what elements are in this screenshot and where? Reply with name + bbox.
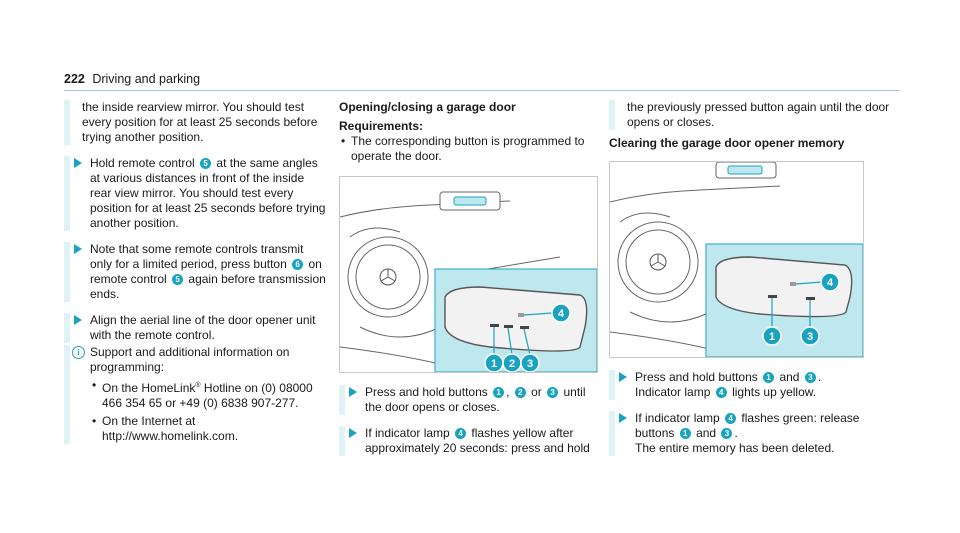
requirement-item: The corresponding button is programmed t… [339,134,595,164]
step-yellow-flash: If indicator lamp 4 flashes yellow after… [339,426,595,456]
column-3: the previously pressed button again unti… [609,100,899,456]
mercedes-star-icon [649,253,667,271]
requirements-label: Requirements: [339,119,424,133]
bullet-internet: On the Internet at http://www.homelink.c… [90,414,326,444]
step-arrow-icon [349,428,357,438]
continued-block: the previously pressed button again unti… [609,100,899,130]
callout-1: 1 [769,331,775,343]
step-green-flash: If indicator lamp 4 flashes green: relea… [609,411,899,456]
step-hold-remote: Hold remote control 5 at the same angles… [64,156,326,231]
step-limited-period: Note that some remote controls transmit … [64,242,326,302]
callout-3: 3 [807,331,813,343]
step-arrow-icon [619,372,627,382]
intro-text: the inside rearview mirror. You should t… [82,100,318,144]
step-arrow-icon [619,413,627,423]
heading-opening-closing: Opening/closing a garage door [339,100,516,114]
callout-4: 4 [827,277,834,289]
badge-6: 6 [292,259,304,270]
intro-block: the inside rearview mirror. You should t… [64,100,326,145]
step-arrow-icon [349,387,357,397]
step-clear-press: Press and hold buttons 1 and 3. Indicato… [609,370,899,400]
step-arrow-icon [74,315,82,325]
page-number: 222 [64,72,85,86]
column-2: Opening/closing a garage door Requiremen… [339,100,598,456]
mercedes-star-icon [379,268,397,286]
page-header: 222 Driving and parking [64,72,200,86]
heading-clearing-memory: Clearing the garage door opener memory [609,136,845,150]
badge-5: 5 [172,274,184,285]
step-arrow-icon [74,158,82,168]
step-press-buttons: Press and hold buttons 1, 2 or 3 until t… [339,385,595,415]
mirror-illustration-1: 1 2 3 4 [339,176,598,373]
mirror-illustration-2: 1 3 4 [609,161,864,358]
note-block: i Support and additional information on … [64,345,326,444]
step-arrow-icon [74,244,82,254]
bullet-hotline: On the HomeLink® Hotline on (0) 08000 46… [90,378,326,411]
column-1: the inside rearview mirror. You should t… [64,100,326,444]
step-align-aerial: Align the aerial line of the door opener… [64,313,326,343]
badge-5: 5 [200,158,212,169]
section-title: Driving and parking [92,72,201,86]
info-icon: i [72,346,85,359]
header-divider [64,90,900,91]
